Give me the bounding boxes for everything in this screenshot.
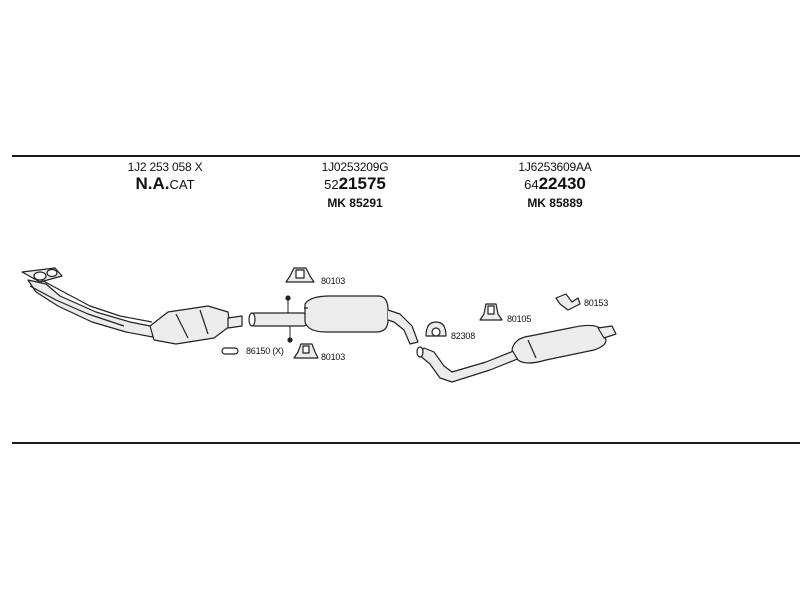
rear-code-prefix: 64 bbox=[524, 177, 539, 192]
callout-tailpipe-hanger: 80153 bbox=[584, 298, 609, 308]
middle-code-prefix: 52 bbox=[324, 177, 339, 192]
rear-mk-number: MK 85889 bbox=[527, 196, 583, 210]
callout-gasket: 86150 (X) bbox=[246, 346, 284, 356]
callout-clamp-top: 80103 bbox=[321, 276, 346, 286]
catalyst-code-suffix: CAT bbox=[169, 177, 195, 192]
header-catalyst: 1J2 253 058 X N.A.CAT bbox=[100, 160, 230, 195]
middle-part-number: 1J0253209G bbox=[321, 160, 389, 174]
gasket-86150 bbox=[221, 347, 239, 355]
bottom-divider-line bbox=[12, 442, 800, 444]
tailpipe-hanger-80153 bbox=[555, 293, 581, 311]
middle-code: 5221575 bbox=[290, 174, 420, 195]
manifold-downpipe bbox=[21, 267, 161, 339]
header-rear-silencer: 1J6253609AA 6422430 MK 85889 bbox=[490, 160, 620, 211]
rear-code-main: 22430 bbox=[538, 174, 586, 193]
top-divider-line bbox=[12, 155, 800, 157]
ring-82308 bbox=[425, 321, 447, 337]
middle-mk-number: MK 85291 bbox=[327, 196, 383, 210]
rear-code: 6422430 bbox=[490, 174, 620, 195]
header-middle-silencer: 1J0253209G 5221575 MK 85291 bbox=[290, 160, 420, 211]
clamp-80103-low bbox=[293, 343, 319, 359]
clamp-80103-top bbox=[285, 267, 315, 283]
catalyst-part-number: 1J2 253 058 X bbox=[127, 160, 203, 174]
catalyst-code: N.A.CAT bbox=[100, 174, 230, 195]
callout-ring: 82308 bbox=[451, 331, 476, 341]
middle-silencer-assembly bbox=[248, 295, 419, 345]
catalyst-code-main: N.A. bbox=[135, 174, 170, 193]
catalytic-converter bbox=[149, 305, 243, 345]
callout-clamp-low: 80103 bbox=[321, 352, 346, 362]
rear-silencer-assembly bbox=[416, 324, 617, 383]
hanger-80105 bbox=[479, 303, 503, 321]
middle-code-main: 21575 bbox=[338, 174, 386, 193]
callout-hanger-rear: 80105 bbox=[507, 314, 532, 324]
rear-part-number: 1J6253609AA bbox=[518, 160, 592, 174]
